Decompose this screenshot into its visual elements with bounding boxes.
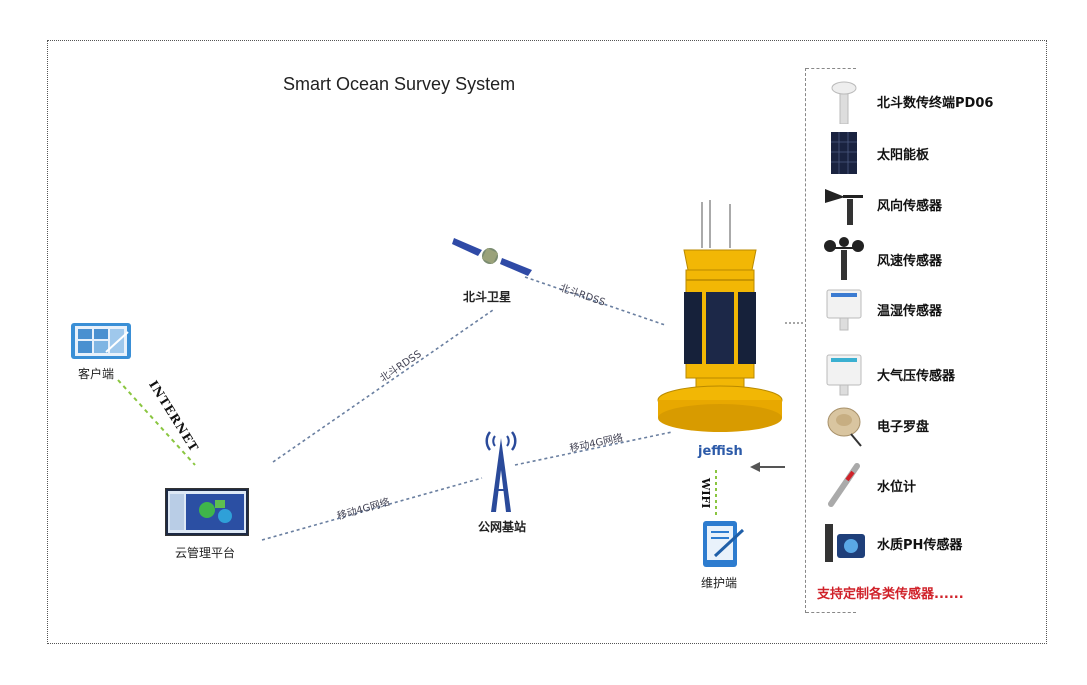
satellite-icon bbox=[452, 238, 532, 276]
buoy-illustration bbox=[657, 200, 783, 432]
client-label: 客户端 bbox=[78, 367, 115, 381]
wind-vane-icon bbox=[825, 189, 863, 225]
link-4g-left bbox=[261, 477, 483, 541]
sensor-name: 风速传感器 bbox=[877, 253, 943, 269]
sensor-item: 水质PH传感器 bbox=[821, 520, 962, 566]
sensor-name: 大气压传感器 bbox=[877, 368, 956, 384]
sensor-item: 电子罗盘 bbox=[821, 402, 929, 448]
sensor-name: 电子罗盘 bbox=[877, 419, 930, 435]
arrow-head bbox=[750, 462, 760, 472]
sensor-list: 北斗数传终端PD06 太阳能板 风向传感器 风速传感器 bbox=[805, 68, 1006, 613]
sensor-name: 太阳能板 bbox=[877, 147, 930, 163]
sensor-name: 北斗数传终端PD06 bbox=[877, 95, 994, 111]
buoy-brand-label: jeffish bbox=[698, 444, 743, 459]
sensor-item: 风向传感器 bbox=[821, 181, 942, 227]
ph-sensor-icon bbox=[825, 524, 865, 562]
custom-sensors-note: 支持定制各类传感器...... bbox=[817, 587, 964, 602]
sensor-item: 水位计 bbox=[821, 462, 916, 508]
wifi-label: WIFI bbox=[699, 478, 712, 509]
link-rdss-right bbox=[524, 276, 666, 326]
sensor-name: 风向传感器 bbox=[877, 198, 943, 214]
anemometer-icon bbox=[824, 237, 864, 280]
antenna-icon bbox=[831, 81, 857, 124]
diagram-frame bbox=[47, 40, 1047, 644]
maintenance-tablet-icon bbox=[703, 521, 745, 567]
water-level-icon bbox=[828, 463, 860, 507]
solar-panel-icon bbox=[831, 132, 857, 174]
base-station-tower-icon bbox=[485, 431, 517, 512]
diagram-title: Smart Ocean Survey System bbox=[283, 74, 516, 94]
sensor-name: 水位计 bbox=[877, 479, 917, 495]
link-internet bbox=[117, 379, 196, 466]
pressure-sensor-icon bbox=[826, 354, 862, 396]
link-4g-right bbox=[514, 431, 673, 466]
cloud-platform-label: 云管理平台 bbox=[175, 546, 236, 560]
sensor-item: 大气压传感器 bbox=[821, 351, 955, 397]
humidity-sensor-icon bbox=[826, 289, 862, 331]
client-monitor-icon bbox=[71, 323, 131, 359]
satellite-label: 北斗卫星 bbox=[463, 290, 512, 304]
link-rdss-left bbox=[272, 309, 494, 463]
maintenance-label: 维护端 bbox=[701, 576, 738, 590]
cloud-platform-screen-icon bbox=[165, 488, 249, 536]
compass-icon bbox=[827, 407, 862, 447]
base-station-label: 公网基站 bbox=[478, 520, 527, 534]
sensor-item: 温湿传感器 bbox=[821, 286, 942, 332]
sensor-name: 温湿传感器 bbox=[877, 303, 943, 319]
sensor-item: 北斗数传终端PD06 bbox=[821, 78, 993, 124]
sensor-item: 风速传感器 bbox=[821, 236, 942, 282]
sensor-name: 水质PH传感器 bbox=[877, 537, 963, 553]
sensor-item: 太阳能板 bbox=[821, 130, 929, 176]
